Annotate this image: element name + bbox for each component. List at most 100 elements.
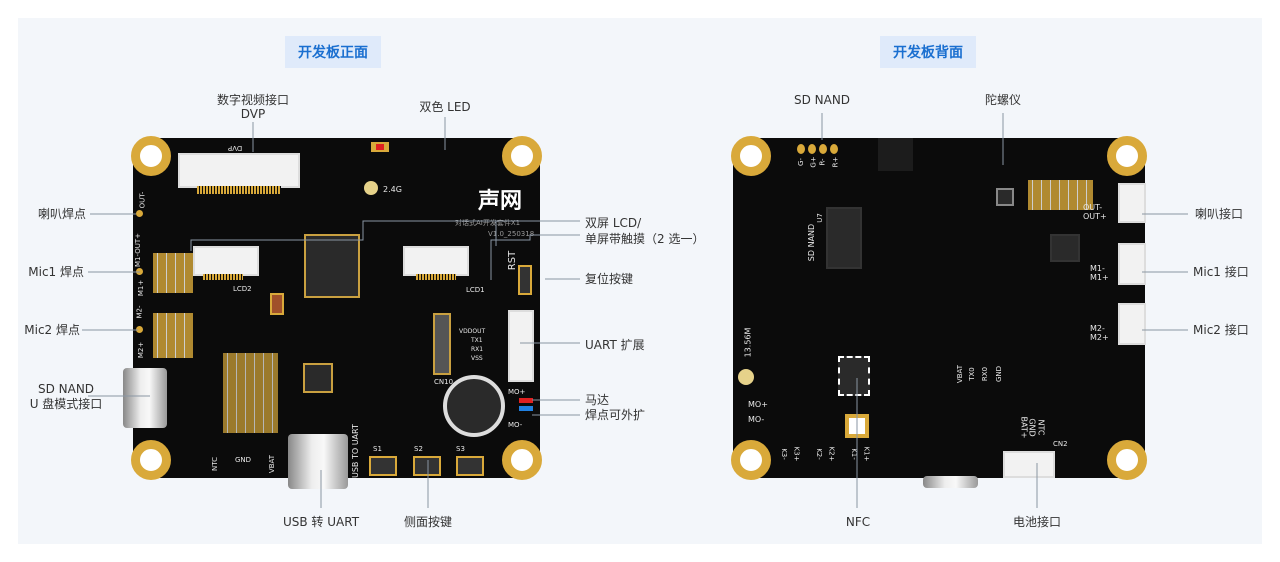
shield-area bbox=[878, 138, 913, 171]
silk-2-4g: 2.4G bbox=[383, 185, 402, 194]
antenna-connector bbox=[364, 181, 378, 195]
silk-out-minus: OUT- bbox=[1083, 203, 1103, 212]
silk-mo-minus: MO- bbox=[508, 421, 523, 429]
passives bbox=[1028, 180, 1093, 210]
vibration-motor bbox=[443, 375, 505, 437]
silk-mo-plus: MO+ bbox=[748, 400, 768, 409]
silk-rx1: RX1 bbox=[471, 346, 484, 353]
silk-m1-plus: M1+ bbox=[1090, 273, 1109, 282]
label-single-lcd-touch: 单屏带触摸（2 选一） bbox=[585, 232, 705, 246]
label-battery-port: 电池接口 bbox=[1012, 515, 1062, 529]
label-dual-lcd: 双屏 LCD/ bbox=[585, 216, 642, 230]
label-dvp: DVP bbox=[240, 107, 266, 121]
bicolor-led bbox=[371, 142, 389, 152]
label-mic1-pads: Mic1 焊点 bbox=[28, 265, 84, 279]
mic1-connector bbox=[1118, 243, 1146, 285]
led-pad bbox=[830, 144, 838, 154]
mounting-hole bbox=[1107, 440, 1147, 480]
led-pad bbox=[797, 144, 805, 154]
mic2-connector bbox=[1118, 303, 1146, 345]
passives bbox=[153, 253, 193, 293]
speaker-connector bbox=[1118, 183, 1146, 223]
label-uart-expansion: UART 扩展 bbox=[585, 338, 645, 352]
mounting-hole bbox=[731, 440, 771, 480]
passives bbox=[153, 313, 193, 358]
label-sd-nand: SD NAND bbox=[37, 382, 95, 396]
silk-kit: 对话式AI开发套件X1 bbox=[455, 219, 521, 227]
mounting-hole bbox=[502, 136, 542, 176]
back-title: 开发板背面 bbox=[880, 36, 976, 68]
lcd2-pins bbox=[203, 274, 243, 280]
gyroscope-chip bbox=[996, 188, 1014, 206]
crystal bbox=[270, 293, 284, 315]
silk-s3: S3 bbox=[456, 445, 465, 453]
silk-version: V1.0_250318 bbox=[488, 230, 535, 238]
silk-m2-minus: M2- bbox=[1090, 324, 1105, 333]
mounting-hole bbox=[1107, 136, 1147, 176]
uart-bridge-chip bbox=[303, 363, 333, 393]
label-motor-pads: 焊点可外扩 bbox=[585, 408, 646, 422]
label-bicolor-led: 双色 LED bbox=[419, 100, 471, 114]
silk-lcd1: LCD1 bbox=[466, 286, 485, 294]
motor-wire-blue bbox=[519, 406, 533, 411]
label-reset-button: 复位按键 bbox=[585, 272, 634, 286]
silk-s1: S1 bbox=[373, 445, 382, 453]
speaker-pad bbox=[136, 210, 143, 217]
mounting-hole bbox=[131, 136, 171, 176]
nfc-chip bbox=[838, 356, 870, 396]
mic2-pad bbox=[136, 326, 143, 333]
silk-vss: VSS bbox=[471, 355, 483, 362]
label-speaker-pads: 喇叭焊点 bbox=[37, 207, 86, 221]
usb-c-uart-port bbox=[288, 434, 348, 489]
uart-connector bbox=[508, 310, 534, 382]
battery-connector bbox=[1003, 451, 1055, 478]
label-back-sd-nand: SD NAND bbox=[793, 93, 851, 107]
silk-out-plus: OUT+ bbox=[1083, 212, 1107, 221]
silk-mo-minus: MO- bbox=[748, 415, 765, 424]
usb-c-sd-port bbox=[123, 368, 167, 428]
motor-wire-red bbox=[519, 398, 533, 403]
mounting-hole bbox=[731, 136, 771, 176]
led-pad bbox=[819, 144, 827, 154]
side-button-s2[interactable] bbox=[413, 456, 441, 476]
reset-button[interactable] bbox=[518, 265, 532, 295]
label-udisk-port: U 盘模式接口 bbox=[29, 397, 103, 411]
dvp-pins bbox=[197, 186, 281, 194]
label-speaker-port: 喇叭接口 bbox=[1195, 207, 1244, 221]
silk-cn10: CN10 bbox=[434, 378, 454, 386]
silk-s2: S2 bbox=[414, 445, 423, 453]
label-mic2-pads: Mic2 焊点 bbox=[24, 323, 80, 337]
sd-nand-chip bbox=[826, 207, 862, 269]
brand-logo: 声网 bbox=[478, 189, 523, 214]
label-motor: 马达 bbox=[585, 393, 610, 407]
usb-edge bbox=[923, 476, 978, 488]
nfc-antenna-connector bbox=[738, 369, 754, 385]
label-usb-uart: USB 转 UART bbox=[282, 515, 360, 529]
audio-codec-chip bbox=[1050, 234, 1080, 262]
front-board: DVP 2.4G 声网 对话式AI开发套件X1 V1.0_250318 LCD2… bbox=[123, 136, 542, 489]
label-nfc: NFC bbox=[845, 515, 871, 529]
label-side-keys: 侧面按键 bbox=[403, 515, 453, 529]
side-button-s1[interactable] bbox=[369, 456, 397, 476]
power-circuit bbox=[223, 353, 278, 433]
label-mic2-port: Mic2 接口 bbox=[1193, 323, 1249, 337]
label-mic1-port: Mic1 接口 bbox=[1193, 265, 1249, 279]
silk-mo-plus: MO+ bbox=[508, 388, 526, 396]
cn10-connector bbox=[433, 313, 451, 375]
label-gyroscope: 陀螺仪 bbox=[984, 93, 1022, 107]
silk-gnd: GND bbox=[235, 456, 252, 464]
side-button-s3[interactable] bbox=[456, 456, 484, 476]
mounting-hole bbox=[131, 440, 171, 480]
back-board: G- G+ R- R+ SD NAND U7 OUT- OUT+ M1- M1+… bbox=[731, 136, 1147, 488]
silk-lcd2: LCD2 bbox=[233, 285, 252, 293]
led-pad bbox=[808, 144, 816, 154]
label-dvp-cn: 数字视频接口 bbox=[216, 93, 290, 107]
silk-m2-plus: M2+ bbox=[1090, 333, 1109, 342]
silk-tx1: TX1 bbox=[471, 337, 483, 344]
main-soc bbox=[304, 234, 360, 298]
silk-cn2: CN2 bbox=[1053, 440, 1068, 448]
silk-m1-minus: M1- bbox=[1090, 264, 1105, 273]
silk-vddout: VDDOUT bbox=[459, 328, 486, 335]
front-title: 开发板正面 bbox=[285, 36, 381, 68]
